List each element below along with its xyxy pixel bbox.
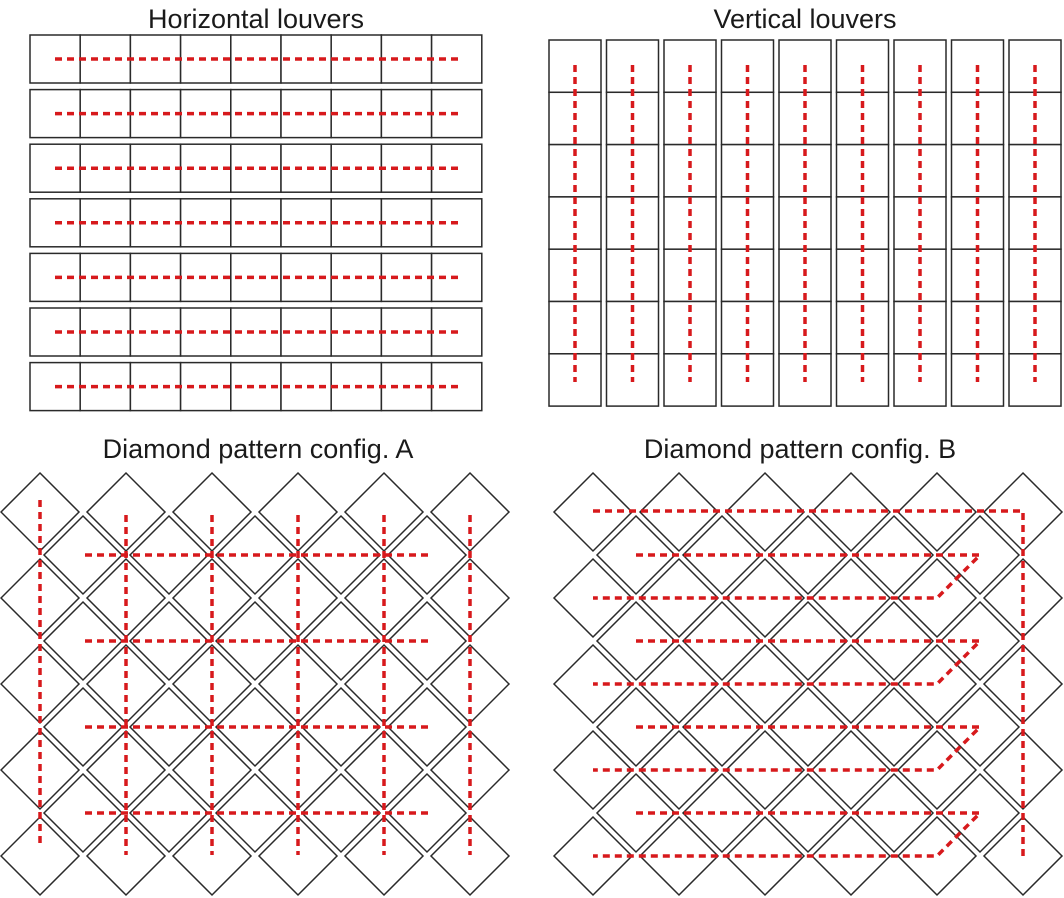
diamond-cell [42, 514, 124, 596]
diamond-cell [810, 729, 892, 811]
diamond-cell [810, 557, 892, 639]
diamond-cell [42, 772, 124, 854]
airflow-path [593, 509, 1025, 858]
title-diamond-b: Diamond pattern config. B [644, 434, 956, 464]
diamond-cell [939, 686, 1021, 768]
diamond-cell [810, 815, 892, 897]
diamond-a-panel [0, 471, 511, 897]
diamond-cell [0, 815, 81, 897]
diamond-cell [939, 600, 1021, 682]
diamond-b-panel [552, 471, 1064, 897]
diamond-cell [810, 643, 892, 725]
diamond-cell [939, 772, 1021, 854]
title-vertical-louvers: Vertical louvers [713, 4, 896, 34]
airflow-path [593, 811, 985, 858]
airflow-path [593, 553, 985, 600]
diamond-cell [896, 471, 978, 553]
diamond-cell [85, 815, 167, 897]
title-horizontal-louvers: Horizontal louvers [148, 4, 364, 34]
title-diamond-a: Diamond pattern config. A [103, 434, 414, 464]
diamond-cell [171, 815, 253, 897]
airflow-path [593, 725, 985, 772]
louver-cell [548, 353, 602, 407]
airflow-path [593, 639, 985, 686]
vertical-louvers-panel [548, 39, 1062, 407]
diamond-cell [343, 815, 425, 897]
diamond-cell [257, 815, 339, 897]
diamond-cell [939, 514, 1021, 596]
diamond-cell [42, 600, 124, 682]
diamond-cell [429, 815, 511, 897]
horizontal-louvers-panel [29, 34, 483, 412]
diamond-cell [42, 686, 124, 768]
